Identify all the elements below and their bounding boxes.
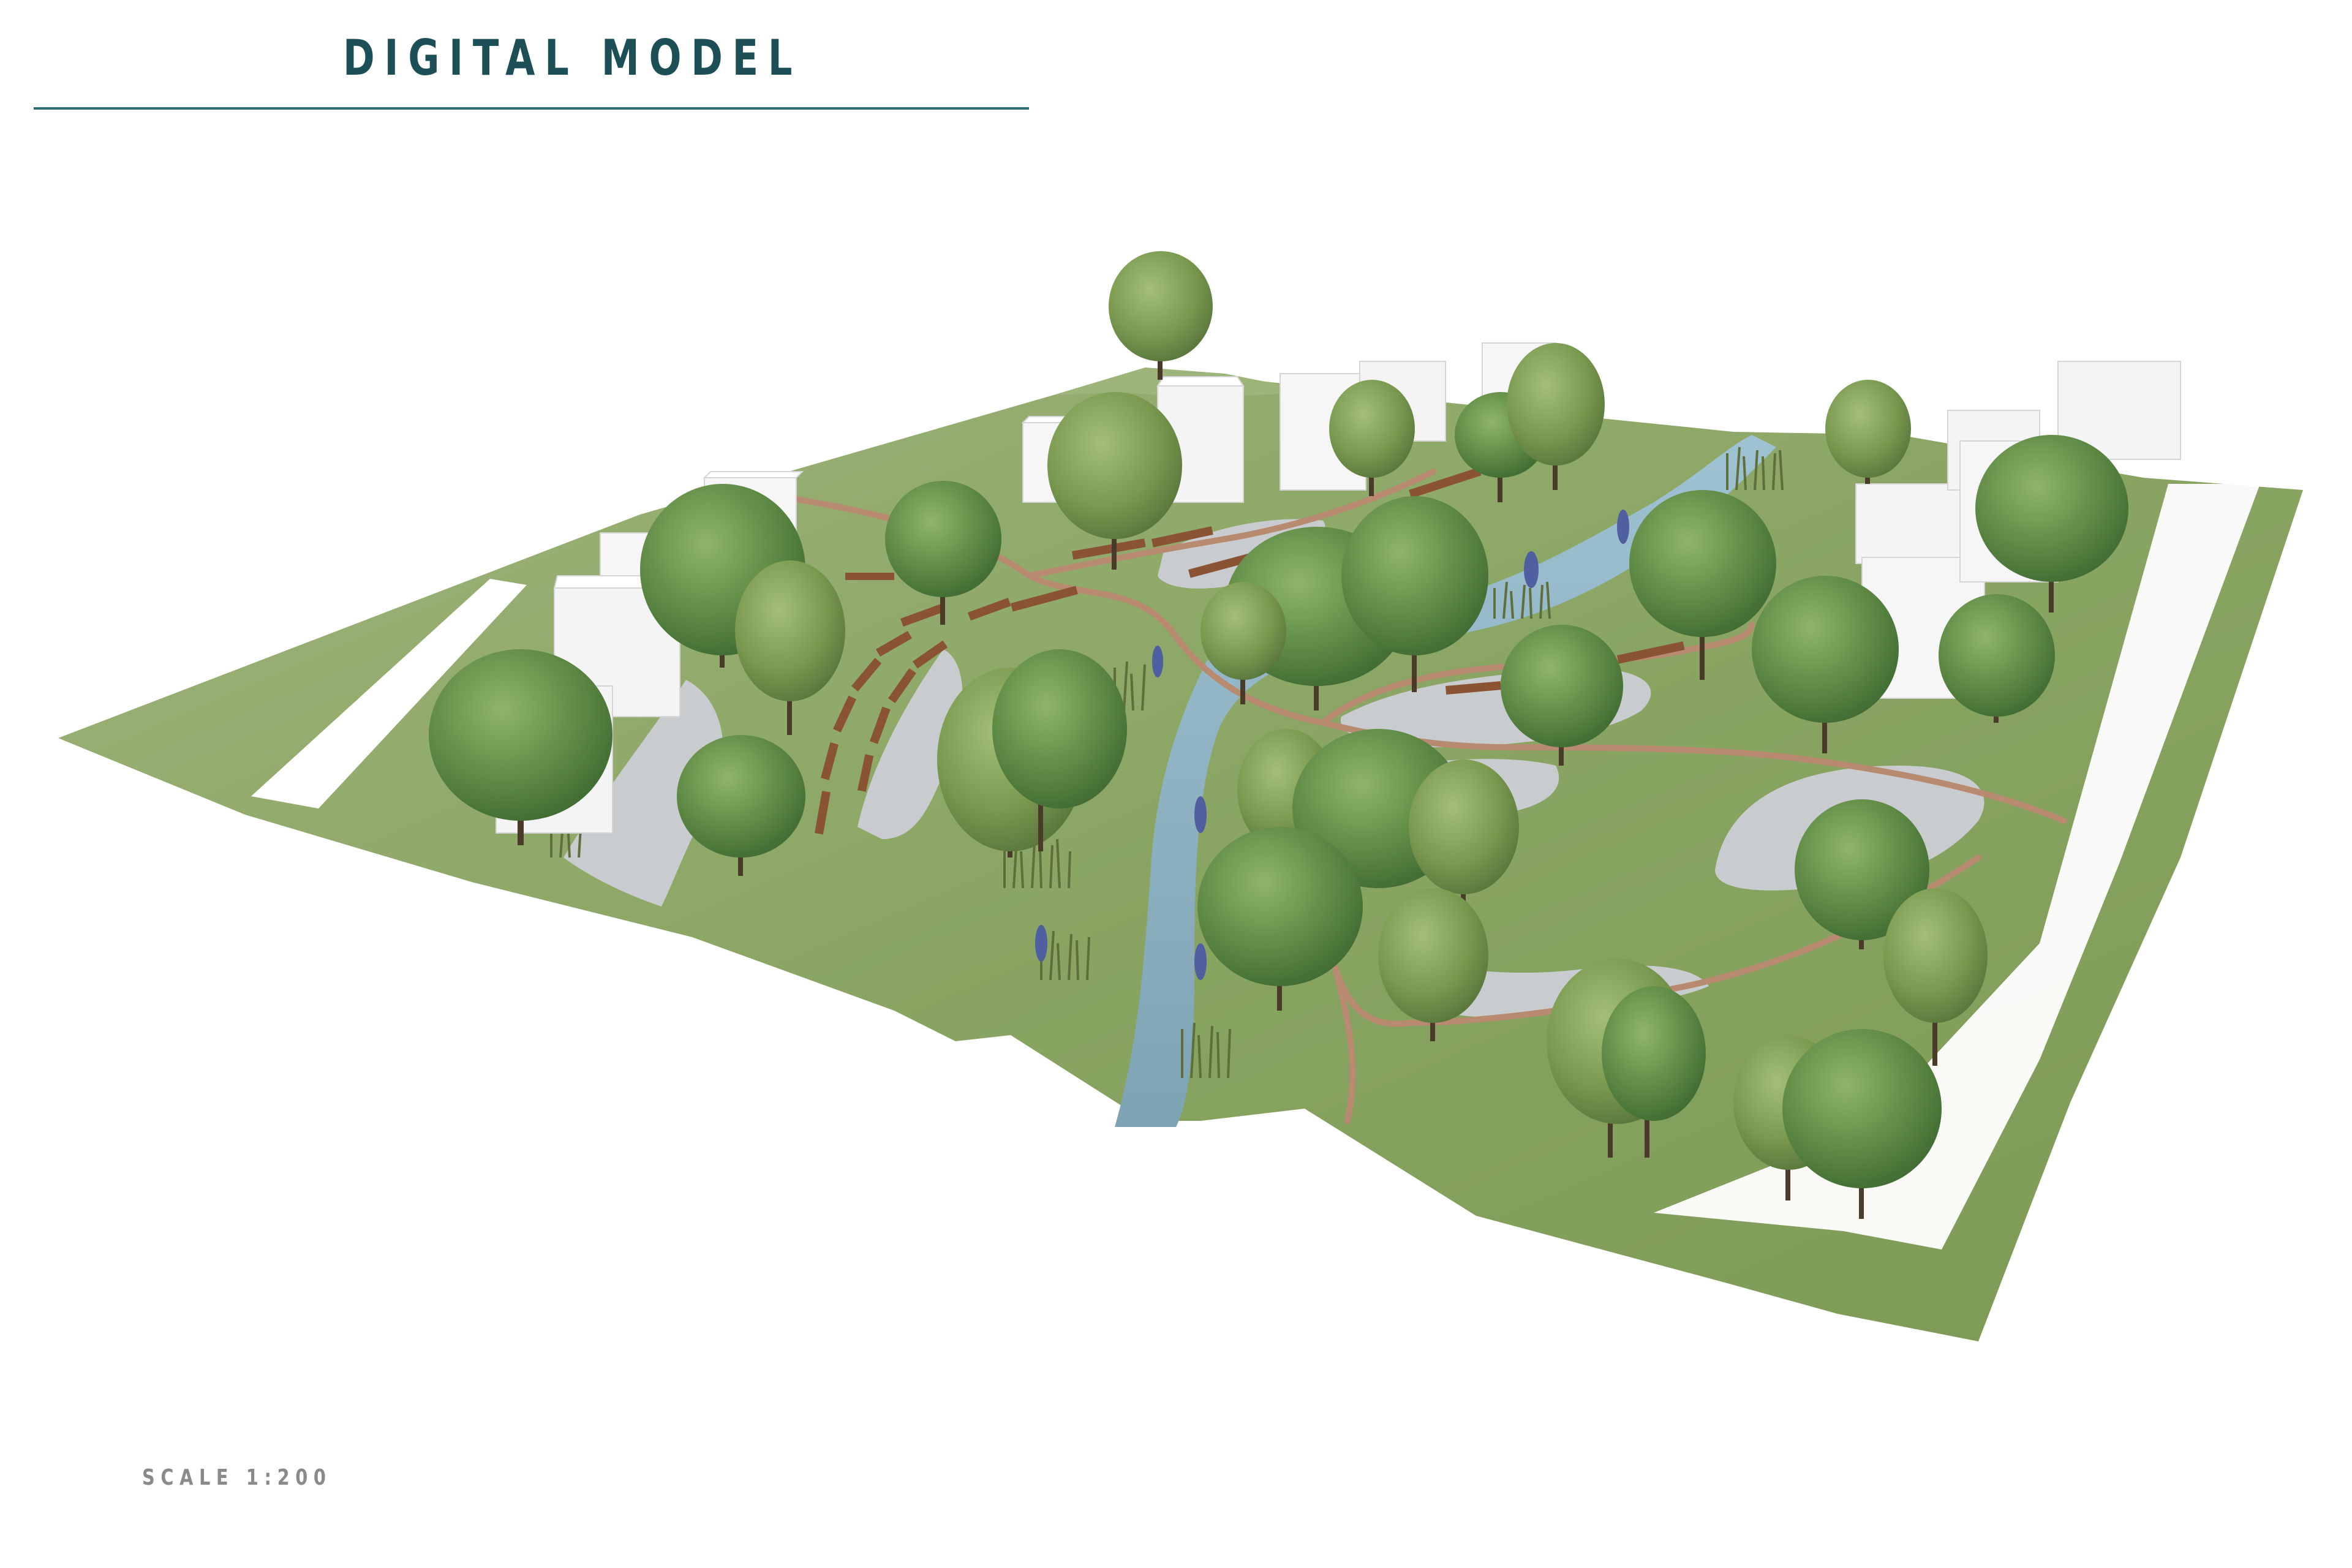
- page-title: DIGITAL MODEL: [343, 29, 802, 86]
- bench: [900, 604, 944, 627]
- bench: [851, 658, 882, 692]
- tree: [1047, 392, 1182, 570]
- flower-cluster: [1524, 551, 1539, 588]
- reed-cluster: [1726, 447, 1784, 491]
- tree: [1409, 760, 1519, 919]
- bench: [870, 706, 891, 744]
- scale-label: SCALE 1:200: [142, 1465, 332, 1490]
- bench: [1617, 641, 1685, 664]
- bench: [1010, 586, 1078, 612]
- reed-cluster: [1003, 839, 1071, 889]
- bench: [1151, 526, 1213, 548]
- bench: [967, 598, 1011, 621]
- tree: [1501, 625, 1623, 766]
- tree: [1795, 799, 1929, 949]
- flower-cluster: [1194, 943, 1207, 980]
- tree: [1975, 435, 2128, 612]
- tree: [1752, 576, 1899, 753]
- bench: [845, 573, 894, 580]
- left-road: [251, 579, 527, 809]
- lower-spur: [1332, 965, 1356, 1124]
- bench: [1409, 467, 1482, 499]
- flower-cluster: [1617, 510, 1629, 544]
- tree: [1883, 888, 1988, 1066]
- right-road: [1654, 484, 2260, 1250]
- tree: [429, 649, 612, 845]
- tree: [1629, 490, 1776, 680]
- tree: [1602, 986, 1706, 1158]
- tree: [1329, 380, 1415, 496]
- bench: [913, 640, 948, 669]
- tree: [992, 649, 1127, 851]
- tree: [1825, 380, 1911, 484]
- reed-cluster: [550, 814, 582, 858]
- plaza-left-center: [858, 649, 963, 839]
- flower-cluster: [1035, 925, 1047, 962]
- bench: [857, 754, 874, 792]
- reed-cluster: [1493, 581, 1551, 619]
- tree: [1109, 251, 1213, 380]
- flower-cluster: [1194, 796, 1207, 833]
- tree: [1507, 343, 1605, 490]
- bench: [888, 668, 916, 704]
- tree: [885, 481, 1001, 625]
- tree: [735, 560, 845, 735]
- tree: [677, 735, 805, 876]
- upper-path: [1026, 469, 1436, 579]
- tree: [1782, 1029, 1942, 1219]
- building: [2057, 361, 2181, 460]
- tree: [1378, 888, 1488, 1041]
- tree: [1200, 582, 1286, 704]
- reeds: [550, 447, 1784, 1079]
- bench: [1188, 552, 1256, 578]
- flower-cluster: [1152, 646, 1163, 677]
- blue-flowers: [1035, 510, 1629, 980]
- bench: [1072, 538, 1146, 560]
- trees: [429, 251, 2128, 1219]
- bench: [833, 695, 857, 733]
- tree: [1197, 827, 1363, 1011]
- tree: [1939, 594, 2055, 723]
- tree: [1341, 496, 1488, 692]
- bench: [821, 742, 839, 780]
- bench: [876, 631, 912, 657]
- bench: [1446, 681, 1501, 695]
- reed-cluster: [1181, 1022, 1231, 1079]
- bench: [815, 791, 831, 835]
- title-divider: [34, 107, 1029, 110]
- plaza-left: [564, 680, 723, 907]
